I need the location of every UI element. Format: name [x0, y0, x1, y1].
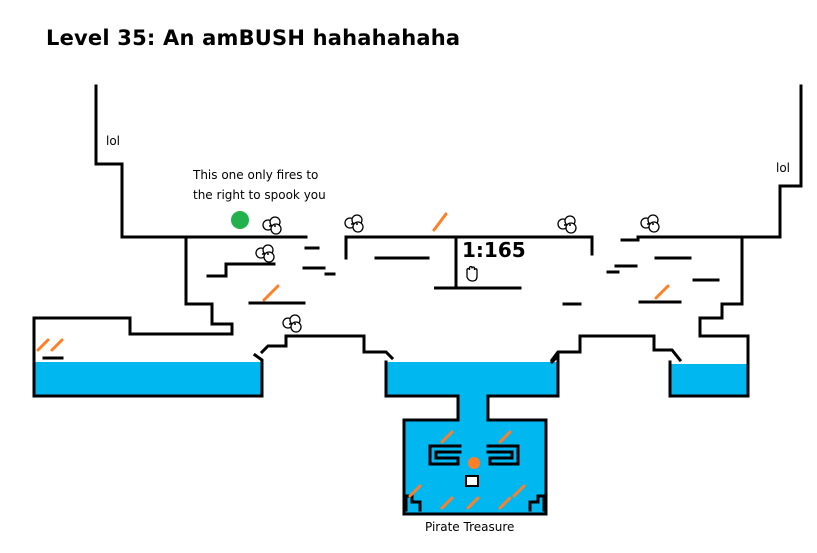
- orange-orb-icon: [468, 457, 480, 469]
- wall-treasure-bracket-right: [486, 444, 520, 466]
- bush-cannon-icon: [282, 314, 302, 333]
- orange-spike-icon: [466, 496, 480, 510]
- orange-spike-icon: [262, 284, 280, 302]
- orange-spike-icon: [498, 496, 512, 510]
- timer-display: 1:165: [462, 238, 526, 262]
- wall-treasure-corner-right: [528, 494, 546, 512]
- wall-right-mound: [549, 334, 683, 363]
- orange-spike-icon: [408, 484, 422, 498]
- water-pool-center: [386, 362, 558, 396]
- orange-spike-icon: [36, 338, 50, 352]
- water-pool-right: [670, 364, 748, 396]
- wall-treasure-block: [465, 475, 479, 487]
- water-shaft: [458, 394, 488, 420]
- wall-center-pool-left: [384, 352, 560, 516]
- wall-right-pool: [668, 235, 750, 398]
- bush-cannon-icon: [557, 215, 577, 234]
- wall-treasure-bracket-left: [428, 444, 462, 466]
- water-pool-left: [34, 362, 262, 396]
- annotation-fires-right-line-2: the right to spook you: [193, 188, 326, 202]
- orange-spike-icon: [50, 338, 64, 352]
- annotation-fires-right-line-1: This one only fires to: [193, 168, 319, 182]
- orange-spike-icon: [498, 430, 512, 444]
- annotation-lol-right: lol: [776, 161, 791, 175]
- orange-spike-icon: [440, 496, 454, 510]
- bush-cannon-icon: [344, 214, 364, 233]
- platforms: [42, 238, 720, 360]
- enemies: [255, 214, 660, 333]
- annotation-lol-left: lol: [106, 134, 121, 148]
- spikes: [36, 212, 670, 510]
- orange-spike-icon: [512, 484, 526, 498]
- bush-cannon-icon: [255, 244, 275, 263]
- orange-spike-icon: [654, 284, 670, 300]
- bush-cannon-icon: [640, 214, 660, 233]
- wall-left-pool: [32, 352, 264, 398]
- wall-left-tower: [94, 84, 308, 239]
- treasure-label: Pirate Treasure: [425, 520, 515, 534]
- wall-right-tower: [636, 84, 803, 239]
- hand-icon: [466, 265, 478, 282]
- level-title: Level 35: An amBUSH hahahahaha: [46, 26, 461, 50]
- water-pools: [34, 362, 748, 514]
- wall-left-inner: [32, 235, 234, 398]
- wall-timer-box: [434, 235, 522, 290]
- walls: [32, 84, 803, 516]
- green-ball-icon: [231, 211, 249, 229]
- wall-treasure-corner-left: [404, 494, 422, 512]
- bush-cannon-icon: [262, 216, 282, 235]
- orange-spike-icon: [440, 430, 454, 444]
- orange-spike-icon: [432, 212, 448, 232]
- wall-left-mound: [259, 334, 395, 361]
